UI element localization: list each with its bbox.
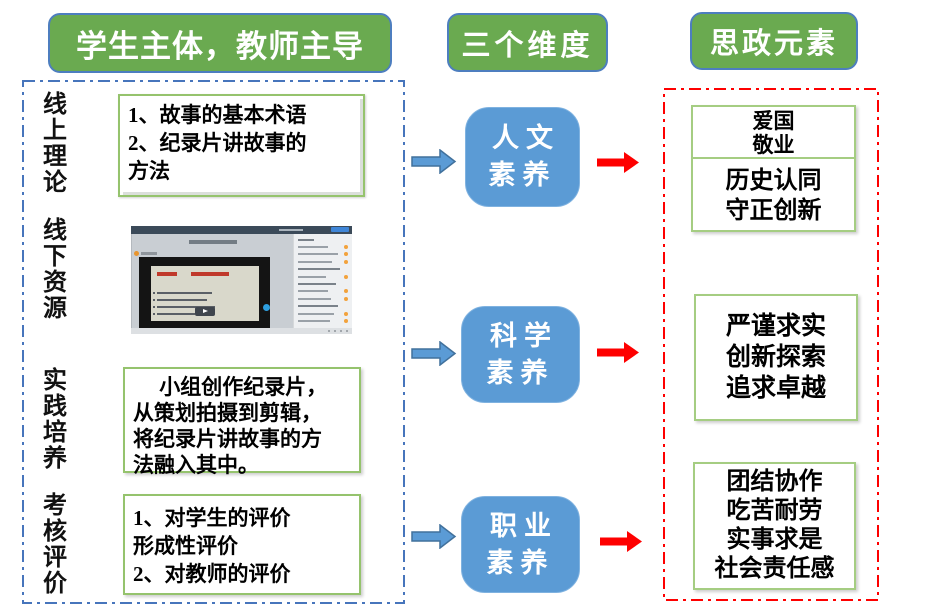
slide-bullet-line	[153, 299, 207, 301]
screenshot-video-frame	[139, 257, 270, 328]
orange-dot-icon	[344, 259, 348, 264]
screenshot-logo-text	[141, 252, 157, 255]
screenshot-titlebar	[131, 226, 352, 234]
header-three-dimensions: 三个维度	[447, 13, 608, 72]
orange-dot-icon	[344, 245, 348, 250]
sidebar-item-line	[294, 251, 352, 258]
row-label-online-theory: 线上理论	[43, 92, 67, 196]
textbox-online-theory: 1、故事的基本术语 2、纪录片讲故事的 方法	[118, 94, 365, 197]
orange-dot-icon	[344, 311, 348, 316]
header-student-subject-teacher-lead: 学生主体，教师主导	[48, 13, 392, 73]
header-ideological-elements: 思政元素	[690, 12, 858, 70]
sidebar-item-line	[294, 288, 352, 295]
arrow-red-humanistic-to-elements	[597, 152, 639, 173]
slide-title-text	[191, 272, 229, 276]
row-label-offline-resource: 线下资源	[43, 218, 67, 322]
orange-dot-icon	[344, 289, 348, 294]
textbox-assessment-evaluation: 1、对学生的评价 形成性评价 2、对教师的评价	[123, 494, 361, 595]
screenshot-titlebar-text	[279, 229, 303, 231]
sidebar-section-line	[294, 303, 352, 310]
arrow-blue-to-humanistic	[411, 149, 457, 174]
screenshot-titlebar-button	[331, 227, 349, 232]
textbox-practice-training: 小组创作纪录片， 从策划拍摄到剪辑， 将纪录片讲故事的方 法融入其中。	[123, 367, 361, 477]
element-box-patriotism-history: 爱国 敬业 历史认同 守正创新	[691, 105, 856, 232]
slide-bullet-line	[153, 306, 215, 308]
left-panel-dashdot-border	[22, 80, 405, 604]
screenshot-logo-icon	[134, 251, 139, 256]
orange-dot-icon	[344, 318, 348, 323]
dimension-box-humanistic-literacy: 人文 素养	[465, 107, 580, 207]
dimension-box-professional-literacy: 职业 素养	[461, 496, 580, 593]
course-platform-screenshot	[131, 226, 352, 334]
screenshot-chapter-sidebar	[293, 234, 352, 328]
orange-dot-icon	[344, 296, 348, 301]
element-text-patriotism-dedication: 爱国 敬业	[693, 107, 854, 159]
play-button-icon	[195, 307, 215, 316]
sidebar-item-line	[294, 258, 352, 265]
screenshot-slide	[151, 266, 259, 321]
screenshot-page-title-line	[189, 240, 237, 244]
arrow-blue-to-scientific	[411, 341, 457, 366]
right-panel-dashdot-border	[663, 88, 879, 601]
sidebar-item-line	[294, 310, 352, 317]
sidebar-section-line	[294, 266, 352, 273]
slide-bullet-line	[153, 313, 195, 315]
arrow-blue-to-professional	[411, 524, 457, 549]
orange-dot-icon	[344, 252, 348, 257]
slide-chapter-label	[157, 272, 177, 276]
element-box-teamwork-responsibility: 团结协作 吃苦耐劳 实事求是 社会责任感	[693, 462, 856, 590]
sidebar-item-line	[294, 243, 352, 250]
orange-dot-icon	[344, 274, 348, 279]
sidebar-section-line	[294, 236, 352, 243]
arrow-red-professional-to-elements	[600, 531, 642, 552]
dimension-box-scientific-literacy: 科学 素养	[461, 306, 580, 403]
row-label-assessment-evaluation: 考核评价	[43, 493, 67, 597]
slide-bullet-line	[153, 292, 212, 294]
element-box-rigor-exploration-excellence: 严谨求实 创新探索 追求卓越	[694, 294, 858, 421]
sidebar-section-line	[294, 280, 352, 287]
sidebar-item-line	[294, 273, 352, 280]
sidebar-item-line	[294, 317, 352, 324]
screenshot-progress-dot	[263, 304, 270, 311]
element-text-history-innovation: 历史认同 守正创新	[725, 168, 822, 224]
sidebar-item-line	[294, 295, 352, 302]
screenshot-bottom-toolbar	[131, 328, 352, 334]
row-label-practice-training: 实践培养	[43, 368, 67, 472]
arrow-red-scientific-to-elements	[597, 342, 639, 363]
toolbar-icons	[346, 330, 348, 332]
